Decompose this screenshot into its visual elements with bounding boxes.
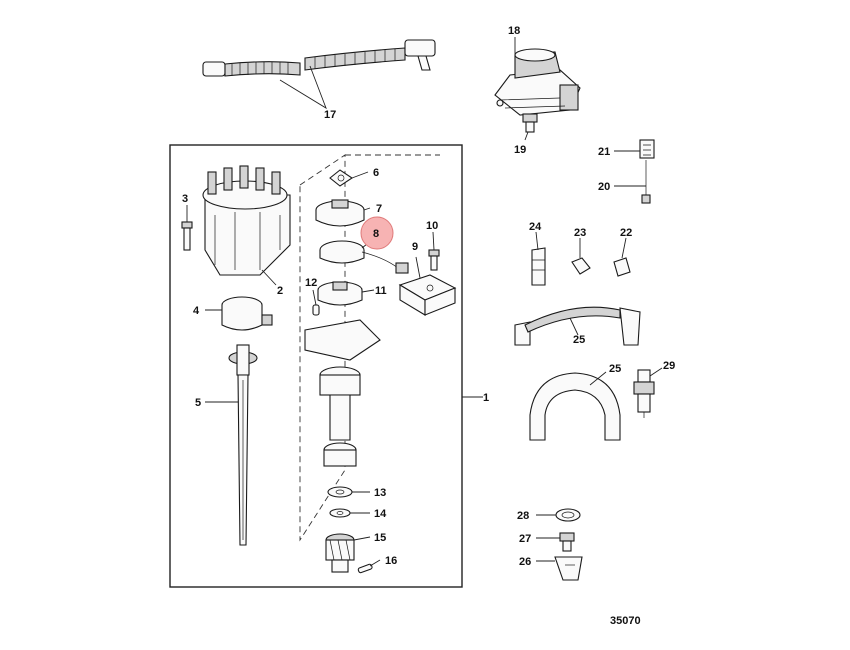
- pin-part-12[interactable]: [312, 304, 320, 316]
- callout-3[interactable]: 3: [182, 193, 188, 205]
- leader-10: [432, 231, 435, 251]
- wiring-harness-part-17[interactable]: [202, 39, 436, 77]
- callout-2[interactable]: 2: [277, 285, 283, 297]
- distributor-housing-part-1[interactable]: [304, 319, 381, 467]
- document-number: 35070: [610, 615, 641, 627]
- spark-plug-wire-part-25-lower[interactable]: [529, 372, 621, 441]
- leader-25b: [589, 371, 607, 386]
- washer-part-13[interactable]: [327, 486, 353, 498]
- leader-15: [353, 536, 371, 541]
- callout-6[interactable]: 6: [373, 167, 379, 179]
- callout-9[interactable]: 9: [412, 241, 418, 253]
- assembly-dashed-outline: [299, 154, 346, 542]
- callout-14[interactable]: 14: [374, 508, 387, 520]
- seal-part-6[interactable]: [329, 169, 353, 187]
- leader-12: [312, 289, 317, 306]
- pickup-coil-part-8[interactable]: [319, 240, 409, 274]
- callout-28[interactable]: 28: [517, 510, 529, 522]
- leader-16: [369, 559, 381, 567]
- collar-part-4[interactable]: [221, 296, 273, 331]
- module-screw-part-10[interactable]: [428, 249, 440, 271]
- leader-25a: [569, 317, 579, 336]
- callout-23[interactable]: 23: [574, 227, 586, 239]
- callout-7[interactable]: 7: [376, 203, 382, 215]
- leader-22: [621, 237, 627, 259]
- wire-clip-part-23[interactable]: [571, 257, 591, 275]
- roll-pin-part-16[interactable]: [357, 563, 373, 574]
- ignition-coil-part-18[interactable]: [494, 48, 581, 116]
- callout-26[interactable]: 26: [519, 556, 531, 568]
- callout-25-lower[interactable]: 25: [609, 363, 621, 375]
- callout-15[interactable]: 15: [374, 532, 386, 544]
- callout-12[interactable]: 12: [305, 277, 317, 289]
- leader-9: [415, 256, 421, 279]
- callout-1[interactable]: 1: [483, 392, 489, 404]
- washer-part-14[interactable]: [329, 508, 351, 518]
- callout-17[interactable]: 17: [324, 109, 336, 121]
- drive-gear-part-15[interactable]: [325, 533, 355, 573]
- callout-16[interactable]: 16: [385, 555, 397, 567]
- callout-10[interactable]: 10: [426, 220, 438, 232]
- spark-plug-wire-part-25-upper[interactable]: [514, 306, 641, 346]
- washer-part-28[interactable]: [555, 508, 581, 522]
- cap-screw-part-3[interactable]: [181, 221, 193, 251]
- callout-4[interactable]: 4: [193, 305, 200, 317]
- wire-terminal-part-20[interactable]: [641, 160, 651, 204]
- wire-clip-part-24[interactable]: [531, 247, 546, 286]
- distributor-assembly-frame: [169, 144, 463, 588]
- leader-17: [279, 65, 327, 110]
- callout-20[interactable]: 20: [598, 181, 610, 193]
- bracket-part-26[interactable]: [554, 556, 583, 581]
- rotor-part-7[interactable]: [315, 199, 365, 227]
- callout-19[interactable]: 19: [514, 144, 526, 156]
- spark-plug-part-29[interactable]: [633, 369, 655, 418]
- coil-bolt-part-19[interactable]: [522, 113, 538, 133]
- callout-13[interactable]: 13: [374, 487, 386, 499]
- leader-19: [524, 131, 529, 141]
- callout-27[interactable]: 27: [519, 533, 531, 545]
- leader-2: [261, 269, 277, 286]
- highlight-callout-8: [360, 216, 394, 250]
- callout-29[interactable]: 29: [663, 360, 675, 372]
- leader-29: [649, 367, 663, 377]
- distributor-cap-part-2[interactable]: [202, 165, 291, 276]
- leader-24: [535, 231, 539, 251]
- callout-5[interactable]: 5: [195, 397, 201, 409]
- pole-piece-part-11[interactable]: [317, 281, 363, 306]
- callout-8[interactable]: 8: [373, 228, 379, 240]
- wire-clip-part-22[interactable]: [613, 257, 631, 277]
- callout-11[interactable]: 11: [375, 285, 387, 297]
- callout-21[interactable]: 21: [598, 146, 610, 158]
- ignition-module-part-9[interactable]: [398, 274, 457, 316]
- leader-6: [351, 171, 369, 179]
- callout-22[interactable]: 22: [620, 227, 632, 239]
- leader-7: [363, 207, 371, 211]
- leader-11: [361, 289, 375, 293]
- distributor-shaft-part-5[interactable]: [228, 344, 258, 546]
- bolt-part-27[interactable]: [559, 532, 575, 552]
- callout-24[interactable]: 24: [529, 221, 542, 233]
- terminal-clip-part-21[interactable]: [639, 139, 655, 159]
- callout-25-upper[interactable]: 25: [573, 334, 585, 346]
- callout-18[interactable]: 18: [508, 25, 520, 37]
